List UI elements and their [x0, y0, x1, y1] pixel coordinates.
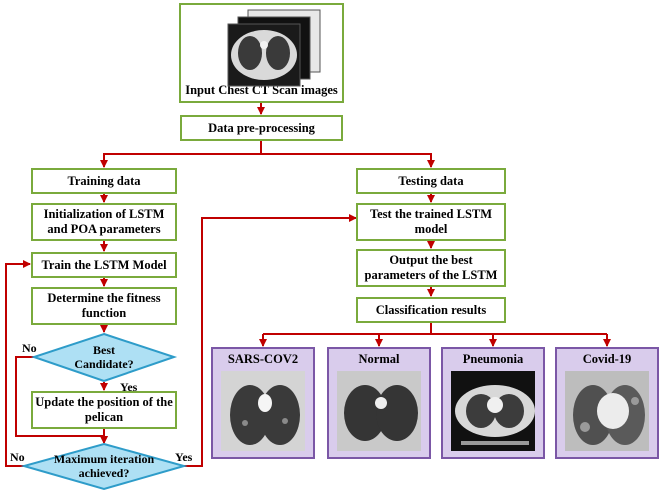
normal-ct-image [337, 371, 421, 451]
class-sarscov2-panel: SARS-COV2 [211, 347, 315, 459]
class-pneumonia-label: Pneumonia [462, 352, 524, 366]
edge-max-yes-test [184, 214, 357, 467]
class-normal-label: Normal [358, 352, 400, 366]
edge-split-testing [261, 153, 435, 168]
class-pneumonia-panel: Pneumonia [441, 347, 545, 459]
class-covid19-panel: Covid-19 [555, 347, 659, 459]
class-sarscov2-label: SARS-COV2 [227, 352, 299, 366]
covid19-ct-image [565, 371, 649, 451]
train-lstm-label: Train the LSTM Model [41, 257, 167, 272]
output-params-box: Output the best parameters of the LSTM [356, 249, 506, 287]
best-candidate-diamond [30, 332, 178, 383]
update-pelican-label: Update the position of the pelican [35, 395, 173, 424]
fitness-label: Determine the fitness function [47, 291, 161, 320]
classification-box: Classification results [356, 297, 506, 323]
classification-label: Classification results [375, 302, 487, 317]
sarscov2-ct-image [221, 371, 305, 451]
class-normal-panel: Normal [327, 347, 431, 459]
max-iteration-label: Maximum iteration achieved? [53, 452, 155, 480]
test-lstm-label: Test the trained LSTM model [369, 207, 493, 236]
init-lstm-poa-label: Initialization of LSTM and POA parameter… [43, 207, 165, 236]
update-pelican-box: Update the position of the pelican [31, 391, 177, 429]
output-params-label: Output the best parameters of the LSTM [364, 253, 498, 282]
max-no-label: No [10, 450, 25, 464]
edge-max-no-loop [5, 260, 31, 467]
fitness-box: Determine the fitness function [31, 287, 177, 325]
test-lstm-box: Test the trained LSTM model [356, 203, 506, 241]
edge-preprocessing-split [100, 140, 262, 168]
preprocessing-box: Data pre-processing [180, 115, 343, 141]
training-data-box: Training data [31, 168, 177, 194]
best-yes-label: Yes [120, 380, 138, 394]
init-lstm-poa-box: Initialization of LSTM and POA parameter… [31, 203, 177, 241]
train-lstm-box: Train the LSTM Model [31, 252, 177, 278]
testing-data-label: Testing data [398, 173, 464, 188]
training-data-label: Training data [67, 173, 141, 188]
preprocessing-label: Data pre-processing [208, 120, 315, 135]
max-yes-label: Yes [175, 450, 193, 464]
testing-data-box: Testing data [356, 168, 506, 194]
pneumonia-ct-image [451, 371, 535, 451]
best-candidate-label: Best Candidate? [74, 343, 134, 371]
class-covid19-label: Covid-19 [582, 352, 632, 366]
best-no-label: No [22, 341, 37, 355]
max-iteration-diamond [20, 442, 188, 491]
